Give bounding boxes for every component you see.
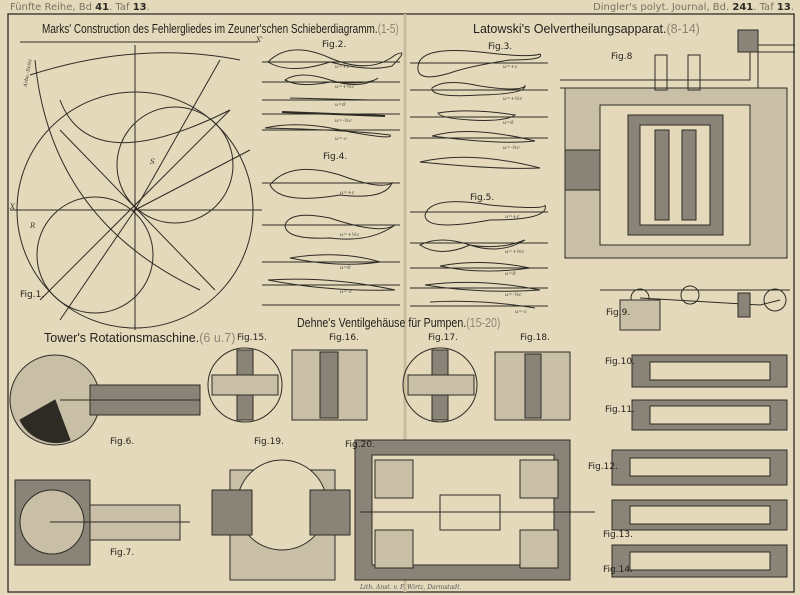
fig-label: Fig.5. — [470, 193, 495, 203]
fig5-curves — [410, 201, 548, 309]
header-left-prefix: Fünfte Reihe, Bd — [10, 2, 96, 13]
title-latowski-text: Latowski's Oelvertheilungsapparat. — [473, 22, 667, 36]
title-dehne-range: (15-20) — [466, 316, 501, 330]
header-left-suffix: . — [146, 2, 150, 13]
fig3-curves — [410, 49, 548, 169]
fig-label: Fig.2. — [322, 40, 347, 50]
curve-label: u=+½c — [503, 96, 523, 102]
title-dehne-text: Dehne's Ventilgehäuse für Pumpen. — [297, 316, 467, 330]
fig4-curves — [262, 168, 400, 306]
header-right-mid: . Taf — [753, 2, 777, 13]
fig-label: Fig.4. — [323, 152, 348, 162]
fig1-axis-x2: X' — [256, 36, 263, 44]
title-latowski-range: (8-14) — [666, 22, 700, 36]
curve-label: u=+½c — [335, 84, 355, 90]
fig-label: Fig.9. — [606, 308, 631, 318]
curve-label: u=0 — [340, 265, 351, 271]
fig20-valve-housing — [354, 439, 595, 581]
header-left-volume: 41 — [95, 2, 110, 13]
curve-label: u=+½c — [505, 249, 525, 255]
title-marks-text: Marks' Construction des Fehlergliedes im… — [42, 22, 378, 36]
fig-label: Fig.15. — [237, 333, 267, 343]
curve-label: u=0 — [503, 120, 514, 126]
title-marks: Marks' Construction des Fehlergliedes im… — [42, 22, 399, 36]
fig1-r-label: R — [30, 222, 36, 230]
fig-label: Fig.12. — [588, 462, 618, 472]
fig7-rotary-engine — [14, 479, 190, 566]
header-right: Dingler's polyt. Journal, Bd. 241. Taf 1… — [593, 2, 794, 13]
curve-label: u=+c — [340, 190, 355, 196]
title-latowski: Latowski's Oelvertheilungsapparat.(8-14) — [473, 22, 700, 36]
fig-label: Fig.14. — [603, 565, 633, 575]
fig1-s-label: S — [150, 158, 155, 166]
header-right-prefix: Dingler's polyt. Journal, Bd. — [593, 2, 733, 13]
fig1-slide-valve-diagram — [10, 41, 262, 330]
header-left-plate: 13 — [132, 2, 147, 13]
curve-label: u=-½c — [503, 145, 520, 151]
header-right-plate: 13 — [776, 2, 791, 13]
fig-label: Fig.16. — [329, 333, 359, 343]
curve-label: u=-c — [515, 309, 527, 315]
curve-label: u=+c — [335, 64, 350, 70]
plate-frame — [7, 13, 795, 593]
fig9-lever — [600, 285, 790, 331]
curve-label: u=-c — [340, 289, 352, 295]
title-marks-range: (1-5) — [377, 22, 399, 36]
fig-label: Fig.19. — [254, 437, 284, 447]
figs10-14-slides — [611, 354, 788, 578]
title-tower: Tower's Rotationsmaschine.(6 u.7) — [44, 331, 235, 345]
fig-label: Fig.7. — [110, 548, 135, 558]
figs15-18-valve-housings — [207, 347, 571, 423]
fig-label: Fig.20. — [345, 440, 375, 450]
header-right-volume: 241 — [732, 2, 754, 13]
curve-label: u=-½c — [505, 292, 522, 298]
header-right-suffix: . — [790, 2, 794, 13]
fig-label: Fig.10. — [605, 357, 635, 367]
fig8-oil-distributor — [560, 29, 795, 259]
fig-label: Fig.11. — [605, 405, 635, 415]
lithographer-imprint: Lith. Anst. v. F. Wirtz, Darmstadt. — [360, 584, 462, 591]
curve-label: u=+c — [503, 64, 518, 70]
title-tower-range: (6 u.7) — [199, 331, 236, 345]
fig-label: Fig.8 — [611, 52, 633, 62]
fig6-rotary-engine — [9, 354, 201, 446]
fig-label: Fig.1. — [20, 290, 45, 300]
fig-label: Fig.6. — [110, 437, 135, 447]
title-tower-text: Tower's Rotationsmaschine. — [44, 331, 200, 345]
curve-label: u=+c — [505, 214, 520, 220]
curve-label: u=-½c — [335, 118, 352, 124]
fig-label: Fig.13. — [603, 530, 633, 540]
fig-label: Fig.17. — [428, 333, 458, 343]
header-left-mid: . Taf — [109, 2, 133, 13]
header-left: Fünfte Reihe, Bd 41. Taf 13. — [10, 2, 150, 13]
fig1-axis-x: X — [10, 203, 15, 211]
curve-label: u=0 — [505, 271, 516, 277]
fig-label: Fig.18. — [520, 333, 550, 343]
title-dehne: Dehne's Ventilgehäuse für Pumpen.(15-20) — [297, 316, 500, 330]
fig2-curves — [262, 49, 403, 138]
curve-label: u=+½c — [340, 232, 360, 238]
curve-label: u=0 — [335, 102, 346, 108]
curve-label: u=-c — [335, 136, 347, 142]
fig19-valve-housing — [211, 459, 351, 581]
fig-label: Fig.3. — [488, 42, 513, 52]
